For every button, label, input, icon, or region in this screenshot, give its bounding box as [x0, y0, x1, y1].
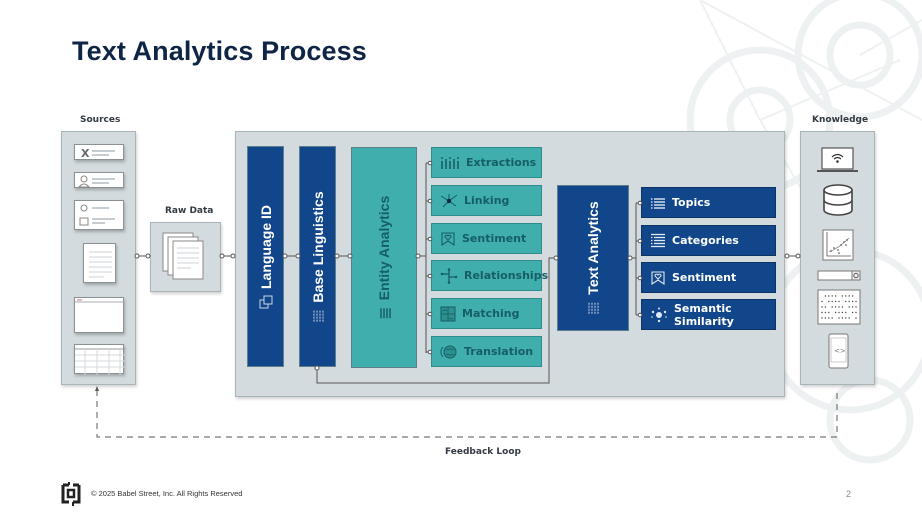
similarity-dots-icon: [650, 307, 668, 323]
entity-bars-icon: [380, 307, 391, 318]
chip-label: Relationships: [464, 269, 549, 282]
source-profile: [74, 172, 124, 188]
token-grid-icon: [588, 301, 599, 314]
entity-output-extractions[interactable]: Extractions: [431, 147, 542, 178]
extraction-icon: [440, 156, 460, 170]
dot-matrix-icon: [817, 289, 861, 325]
heart-bookmark-icon: [650, 270, 666, 286]
stacked-documents-icon: [162, 232, 204, 280]
text-output-categories[interactable]: Categories: [641, 225, 776, 256]
scatter-chart-icon: [822, 229, 854, 261]
globe-speech-icon: [440, 344, 458, 360]
base-linguistics-label: Base Linguistics: [309, 190, 326, 303]
chip-label: Topics: [672, 196, 711, 209]
text-analytics-box[interactable]: Text Analytics: [557, 185, 629, 331]
token-list-icon: [313, 309, 323, 322]
babel-street-logo: [61, 482, 81, 506]
database-icon: [823, 184, 853, 216]
text-output-semantic-similarity[interactable]: Semantic Similarity: [641, 299, 776, 330]
chip-label: Semantic Similarity: [674, 301, 734, 328]
browser-window-icon: [75, 299, 125, 303]
copyright-text: © 2025 Babel Street, Inc. All Rights Res…: [91, 489, 243, 498]
document-icon: [89, 251, 112, 278]
source-message: [74, 200, 124, 230]
text-output-sentiment[interactable]: Sentiment: [641, 262, 776, 293]
feedback-loop-line: [96, 390, 838, 438]
entity-output-relationships[interactable]: Relationships: [431, 260, 548, 291]
matching-grid-icon: [440, 306, 456, 322]
chip-label: Matching: [462, 307, 520, 320]
chip-label: Sentiment: [462, 232, 527, 245]
source-social-post: X: [74, 144, 124, 160]
sources-label: Sources: [80, 115, 121, 125]
chip-label: Linking: [464, 194, 510, 207]
raw-data-label: Raw Data: [165, 206, 214, 216]
laptop-wifi-icon: [817, 147, 858, 172]
entity-output-translation[interactable]: Translation: [431, 336, 542, 367]
list-lines-icon: [650, 197, 666, 209]
search-bar-icon: [817, 270, 861, 281]
page-number: 2: [846, 489, 852, 499]
text-analytics-label: Text Analytics: [585, 201, 601, 295]
language-id-box[interactable]: Language ID: [247, 146, 284, 367]
raw-data-panel: [150, 222, 221, 292]
svg-text:<>: <>: [834, 347, 846, 355]
network-link-icon: [440, 193, 458, 209]
base-linguistics-box[interactable]: Base Linguistics: [299, 146, 336, 367]
page-title: Text Analytics Process: [72, 36, 367, 66]
entity-output-matching[interactable]: Matching: [431, 298, 542, 329]
chip-label: Categories: [672, 234, 739, 247]
feedback-loop-label: Feedback Loop: [445, 447, 521, 457]
entity-analytics-label: Entity Analytics: [376, 195, 392, 300]
chip-label: Sentiment: [672, 271, 737, 284]
text-output-topics[interactable]: Topics: [641, 187, 776, 218]
heart-bookmark-icon: [440, 231, 456, 247]
email-building-icon: [79, 204, 115, 226]
source-spreadsheet: [74, 344, 125, 375]
mobile-code-icon: <>: [828, 333, 849, 369]
spreadsheet-icon: [75, 348, 125, 375]
source-web-page: [74, 297, 125, 333]
chip-label: Translation: [464, 345, 534, 358]
feedback-arrowhead-icon: [95, 386, 99, 391]
chip-label: Extractions: [466, 156, 537, 169]
entity-output-linking[interactable]: Linking: [431, 185, 542, 216]
language-id-label: Language ID: [257, 204, 274, 289]
translate-icon: [259, 295, 272, 309]
sources-panel: X: [61, 131, 136, 385]
knowledge-label: Knowledge: [812, 115, 869, 125]
category-list-icon: [650, 233, 666, 248]
source-document: [83, 243, 116, 283]
x-social-icon: X: [81, 147, 115, 160]
entity-analytics-box[interactable]: Entity Analytics: [351, 147, 417, 368]
knowledge-panel: <>: [800, 131, 875, 385]
relationship-tree-icon: [440, 267, 458, 284]
entity-output-sentiment[interactable]: Sentiment: [431, 223, 542, 254]
user-profile-icon: [77, 175, 115, 188]
svg-text:X: X: [81, 147, 90, 160]
